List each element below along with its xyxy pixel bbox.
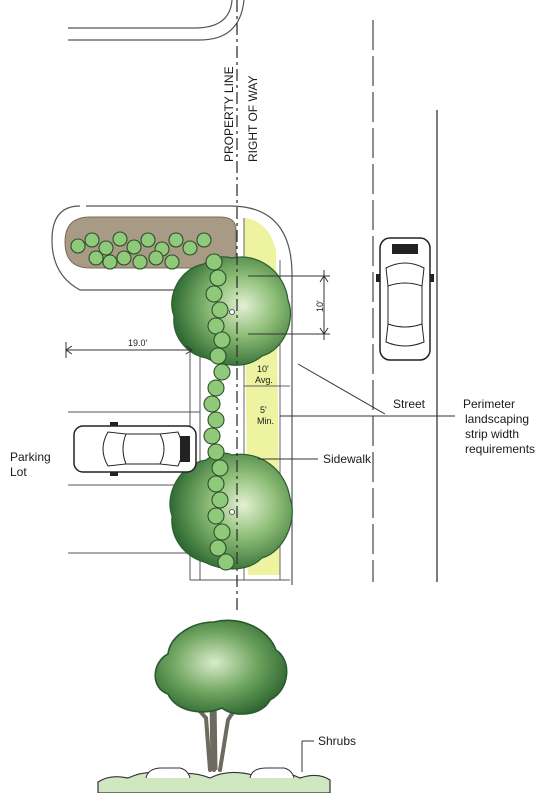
avg-width-label: Avg. (255, 375, 273, 385)
shrub (209, 347, 227, 365)
shrub (164, 254, 180, 270)
perimeter-label-2: landscaping (465, 412, 529, 426)
shrub (207, 507, 225, 525)
parking-lot-label-2: Lot (10, 465, 27, 479)
shrub (112, 231, 128, 247)
shrub (132, 254, 148, 270)
shrub (102, 254, 118, 270)
shrub (217, 553, 235, 571)
shrub (213, 331, 231, 349)
shrub (205, 285, 223, 303)
shrub (116, 250, 132, 266)
shrub (211, 491, 229, 509)
shrub (98, 240, 114, 256)
shrub (205, 253, 223, 271)
shrub (207, 475, 225, 493)
shrub (148, 250, 164, 266)
perimeter-label-3: strip width (465, 427, 519, 441)
tree-elevation (154, 619, 288, 772)
spacing-dimension (248, 270, 330, 340)
street-label: Street (393, 397, 426, 411)
shrub (207, 443, 225, 461)
shrub (213, 523, 231, 541)
property-line-label: PROPERTY LINE (222, 66, 236, 162)
shrub (203, 395, 221, 413)
min-width-label: Min. (257, 416, 274, 426)
shrub (70, 238, 86, 254)
perimeter-label-1: Perimeter (463, 397, 515, 411)
shrub (168, 232, 184, 248)
shrub (88, 250, 104, 266)
shrub (213, 363, 231, 381)
tree-canopy-upper (171, 256, 292, 366)
perimeter-label-4: requirements (465, 442, 535, 456)
spacing-dimension-label: 10' (315, 300, 325, 312)
shrub (209, 539, 227, 557)
shrub-group (70, 231, 235, 571)
right-of-way-label: RIGHT OF WAY (246, 76, 260, 162)
shrub (140, 232, 156, 248)
shrub (211, 459, 229, 477)
shrub (207, 379, 225, 397)
shrub (211, 301, 229, 319)
shrub-bed-elevation (97, 741, 331, 793)
shrubs-label: Shrubs (318, 734, 356, 748)
shrub (203, 427, 221, 445)
shrub (207, 411, 225, 429)
shrub (126, 239, 142, 255)
avg-width-value: 10' (257, 364, 269, 374)
car-parking (73, 422, 197, 476)
parking-curb-top (68, 0, 245, 41)
planting-island (86, 205, 293, 585)
stall-depth-dimension (65, 342, 193, 358)
min-width-value: 5' (260, 405, 267, 415)
sidewalk-label: Sidewalk (323, 452, 372, 466)
leader-lines (258, 363, 455, 742)
shrub (84, 232, 100, 248)
shrub (196, 232, 212, 248)
parking-lot-label-1: Parking (10, 450, 51, 464)
shrub (209, 269, 227, 287)
tree-canopy-lower (169, 452, 293, 570)
car-street (376, 237, 434, 361)
shrub (182, 240, 198, 256)
stall-depth-label: 19.0' (128, 338, 148, 348)
